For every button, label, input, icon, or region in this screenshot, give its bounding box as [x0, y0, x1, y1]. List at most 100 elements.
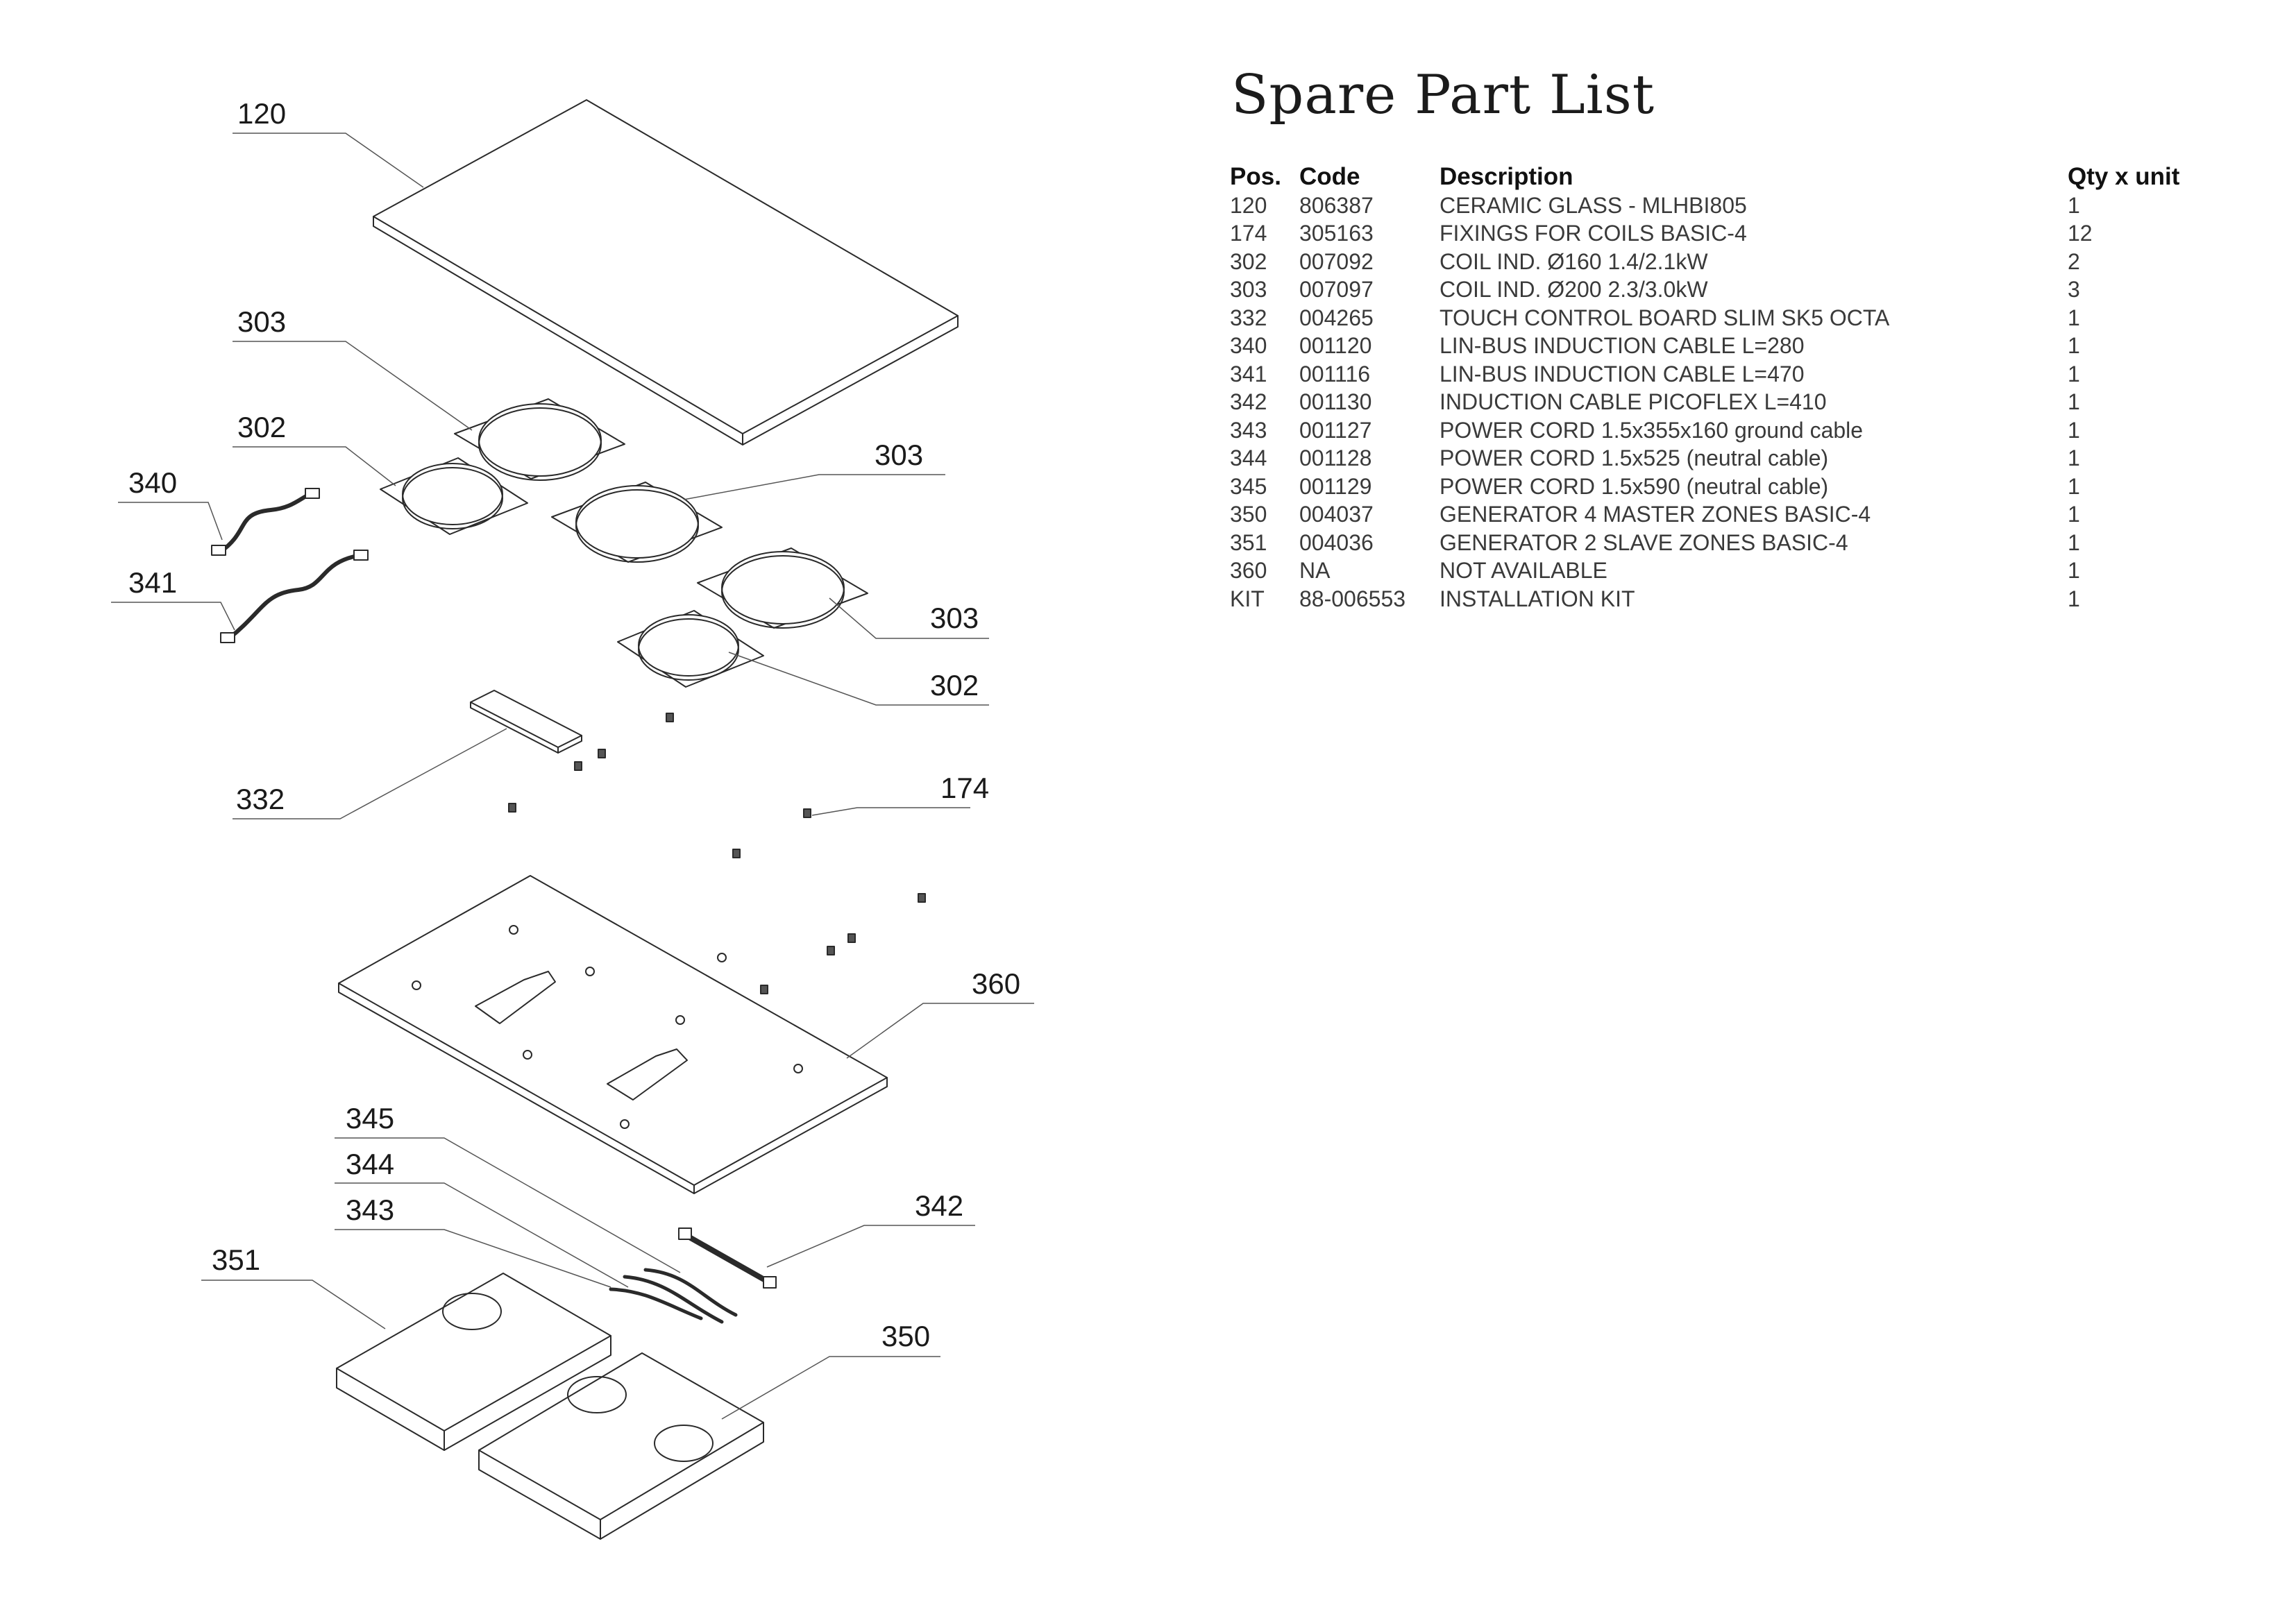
generator-350	[478, 1352, 764, 1540]
cell-description: GENERATOR 2 SLAVE ZONES BASIC-4	[1440, 529, 1848, 555]
table-row: 350 004037 GENERATOR 4 MASTER ZONES BASIC-…	[1230, 501, 2206, 529]
ceramic-glass-part	[373, 99, 959, 445]
callout-345: 345	[346, 1102, 394, 1135]
callout-303-right: 303	[930, 602, 979, 634]
cell-pos: 332	[1230, 305, 1267, 330]
cell-qty: 1	[2068, 473, 2080, 499]
leader-lines	[111, 133, 1034, 1420]
cell-description: LIN-BUS INDUCTION CABLE L=280	[1440, 333, 1805, 359]
cell-pos: 360	[1230, 558, 1267, 584]
cell-qty: 1	[2068, 586, 2080, 611]
coil-303-top	[454, 398, 625, 481]
cell-code: 88-006553	[1299, 586, 1406, 611]
cell-pos: 343	[1230, 417, 1267, 443]
cell-qty: 1	[2068, 417, 2080, 443]
cell-code: 806387	[1299, 192, 1374, 218]
cell-qty: 1	[2068, 192, 2080, 218]
cell-pos: 345	[1230, 473, 1267, 499]
cell-code: 004036	[1299, 529, 1374, 555]
callout-350: 350	[881, 1320, 930, 1352]
cell-pos: KIT	[1230, 586, 1265, 611]
table-row: 344 001128 POWER CORD 1.5x525 (neutral cab…	[1230, 445, 2206, 473]
cell-description: POWER CORD 1.5x355x160 ground cable	[1440, 417, 1864, 443]
power-cords	[609, 1268, 738, 1324]
cell-pos: 351	[1230, 529, 1267, 555]
coil-303-right	[697, 547, 868, 629]
cell-qty: 1	[2068, 529, 2080, 555]
callout-120: 120	[237, 97, 286, 130]
cell-code: 004037	[1299, 502, 1374, 527]
lin-bus-cable-341	[220, 550, 369, 643]
column-header-pos: Pos.	[1230, 163, 1281, 190]
cell-pos: 341	[1230, 361, 1267, 386]
cell-pos: 344	[1230, 445, 1267, 471]
lin-bus-cable-340	[211, 488, 320, 556]
cell-pos: 342	[1230, 389, 1267, 415]
cell-code: NA	[1299, 558, 1331, 584]
generator-351	[336, 1273, 611, 1451]
cell-code: 007097	[1299, 277, 1374, 303]
page-title: Spare Part List	[1231, 64, 1655, 126]
column-header-code: Code	[1299, 163, 1360, 190]
support-plate-360	[338, 875, 888, 1194]
cell-description: INSTALLATION KIT	[1440, 586, 1635, 611]
cell-code: 007092	[1299, 248, 1374, 274]
cell-code: 001129	[1299, 473, 1372, 499]
coil-302-left	[380, 457, 528, 535]
cell-description: POWER CORD 1.5x525 (neutral cable)	[1440, 445, 1829, 471]
table-row: KIT 88-006553 INSTALLATION KIT 1	[1230, 585, 2206, 613]
table-row: 345 001129 POWER CORD 1.5x590 (neutral cab…	[1230, 473, 2206, 501]
coil-302-right	[617, 610, 764, 688]
coil-303-middle	[551, 482, 723, 563]
cell-description: POWER CORD 1.5x590 (neutral cable)	[1440, 473, 1829, 499]
cell-description: GENERATOR 4 MASTER ZONES BASIC-4	[1440, 502, 1871, 527]
table-row: 341 001116 LIN-BUS INDUCTION CABLE L=470 1	[1230, 360, 2206, 389]
callout-343: 343	[346, 1193, 394, 1226]
table-row: 351 004036 GENERATOR 2 SLAVE ZONES BASIC-4…	[1230, 529, 2206, 557]
cell-qty: 1	[2068, 389, 2080, 415]
coil-fixings-174	[508, 713, 926, 994]
cell-code: 001116	[1299, 361, 1371, 386]
callout-351: 351	[212, 1243, 260, 1276]
callout-303-top: 303	[237, 305, 286, 338]
table-header-row: Pos. Code Description Qty x unit	[1230, 162, 2206, 192]
cell-pos: 303	[1230, 277, 1267, 303]
cell-qty: 12	[2068, 221, 2093, 246]
cell-code: 305163	[1299, 221, 1374, 246]
cell-qty: 1	[2068, 502, 2080, 527]
callout-360: 360	[972, 967, 1020, 1000]
callout-340: 340	[128, 466, 177, 499]
cell-qty: 1	[2068, 445, 2080, 471]
table-row: 343 001127 POWER CORD 1.5x355x160 ground c…	[1230, 416, 2206, 445]
cell-description: LIN-BUS INDUCTION CABLE L=470	[1440, 361, 1805, 386]
callout-labels: 120 303 302 340 341 303 303 302 332 174 …	[128, 97, 1020, 1352]
callout-342: 342	[915, 1189, 963, 1222]
cell-description: FIXINGS FOR COILS BASIC-4	[1440, 221, 1747, 246]
cell-qty: 1	[2068, 333, 2080, 359]
column-header-description: Description	[1440, 163, 1573, 190]
cell-pos: 302	[1230, 248, 1267, 274]
callout-302-left: 302	[237, 411, 286, 443]
cell-qty: 1	[2068, 558, 2080, 584]
column-header-qty: Qty x unit	[2068, 163, 2180, 190]
cell-code: 001128	[1299, 445, 1372, 471]
spare-part-table: Pos. Code Description Qty x unit 120 8063…	[1230, 162, 2206, 613]
cell-description: INDUCTION CABLE PICOFLEX L=410	[1440, 389, 1827, 415]
cell-pos: 120	[1230, 192, 1267, 218]
callout-332: 332	[236, 783, 285, 815]
callout-302-right: 302	[930, 669, 979, 702]
cell-pos: 350	[1230, 502, 1267, 527]
cell-description: COIL IND. Ø200 2.3/3.0kW	[1440, 277, 1708, 303]
exploded-view-diagram: 120 303 302 340 341 303 303 302 332 174 …	[111, 97, 1034, 1540]
cell-code: 001120	[1299, 333, 1372, 359]
cell-code: 001127	[1299, 417, 1372, 443]
cell-qty: 1	[2068, 361, 2080, 386]
callout-174: 174	[940, 772, 989, 804]
